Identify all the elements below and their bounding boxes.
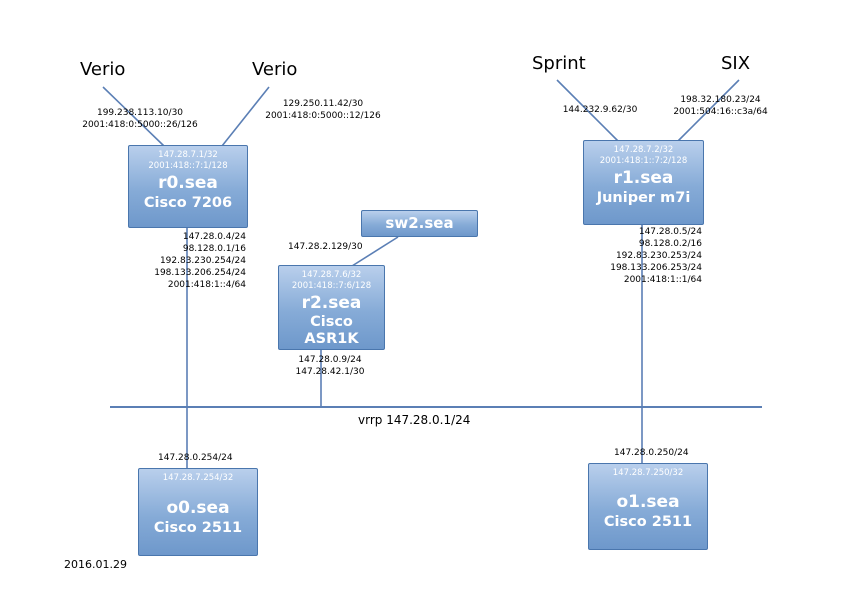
r2-interface-list: 147.28.0.9/24 147.28.42.1/30 xyxy=(290,354,370,378)
r0-interface: 192.83.230.254/24 xyxy=(159,256,246,266)
node-o0: 147.28.7.254/32 o0.sea Cisco 2511 xyxy=(138,468,258,556)
r1-loopback-v6: 2001:418:1::7:2/128 xyxy=(599,155,688,166)
r1-interface: 2001:418:1::1/64 xyxy=(623,275,702,285)
o1-lan-address: 147.28.0.250/24 xyxy=(614,448,689,458)
verio1-link-ipv4: 199.238.113.10/30 xyxy=(96,108,184,118)
six-link-ipv4: 198.32.180.23/24 xyxy=(680,95,761,105)
o1-hostname: o1.sea xyxy=(616,491,680,512)
r2-interface: 147.28.42.1/30 xyxy=(295,367,365,377)
r1-interface-list: 147.28.0.5/24 98.128.0.2/16 192.83.230.2… xyxy=(602,226,702,286)
o1-loopback-v4: 147.28.7.250/32 xyxy=(612,468,684,478)
o0-lan-address: 147.28.0.254/24 xyxy=(158,453,233,463)
o1-model: Cisco 2511 xyxy=(603,513,693,530)
sprint-link-addresses: 144.232.9.62/30 xyxy=(550,104,650,116)
r0-interface: 2001:418:1::4/64 xyxy=(167,280,246,290)
r0-loopback-v4: 147.28.7.1/32 xyxy=(158,150,218,160)
r1-interface: 198.133.206.253/24 xyxy=(610,263,702,273)
sw2-hostname: sw2.sea xyxy=(385,214,454,232)
r2-model-line2: ASR1K xyxy=(304,331,359,347)
verio1-link-addresses: 199.238.113.10/30 2001:418:0:5000::26/12… xyxy=(75,107,205,131)
o0-hostname: o0.sea xyxy=(166,497,230,518)
node-r2: 147.28.7.6/32 2001:418::7:6/128 r2.sea C… xyxy=(278,265,385,350)
verio2-link-ipv4: 129.250.11.42/30 xyxy=(282,99,364,109)
r2-loopback-v6: 2001:418::7:6/128 xyxy=(291,280,372,291)
link-verio1-r0 xyxy=(102,86,165,147)
diagram-date: 2016.01.29 xyxy=(64,558,127,571)
node-r0: 147.28.7.1/32 2001:418::7:1/128 r0.sea C… xyxy=(128,145,248,228)
node-o1: 147.28.7.250/32 o1.sea Cisco 2511 xyxy=(588,463,708,550)
r0-interface: 198.133.206.254/24 xyxy=(154,268,246,278)
verio1-link-ipv6: 2001:418:0:5000::26/126 xyxy=(82,120,198,130)
r0-interface-list: 147.28.0.4/24 98.128.0.1/16 192.83.230.2… xyxy=(146,231,246,291)
link-six-r1 xyxy=(677,79,740,142)
sprint-link-ipv4: 144.232.9.62/30 xyxy=(562,105,638,115)
uplink-label-sprint: Sprint xyxy=(532,53,586,74)
r1-loopback-v4: 147.28.7.2/32 xyxy=(613,145,674,155)
o0-model: Cisco 2511 xyxy=(153,519,243,536)
r2-hostname: r2.sea xyxy=(301,293,362,313)
r2-loopback-v4: 147.28.7.6/32 xyxy=(301,270,362,280)
r1-interface: 147.28.0.5/24 xyxy=(638,227,702,237)
node-r1: 147.28.7.2/32 2001:418:1::7:2/128 r1.sea… xyxy=(583,140,704,225)
r0-interface: 147.28.0.4/24 xyxy=(182,232,246,242)
r0-model: Cisco 7206 xyxy=(143,195,233,211)
vrrp-bus-label: vrrp 147.28.0.1/24 xyxy=(358,413,471,427)
link-sw2-r2 xyxy=(351,236,399,267)
verio2-link-ipv6: 2001:418:0:5000::12/126 xyxy=(265,111,381,121)
six-link-addresses: 198.32.180.23/24 2001:504:16::c3a/64 xyxy=(658,94,783,118)
r1-model: Juniper m7i xyxy=(596,190,691,206)
uplink-label-six: SIX xyxy=(721,53,751,74)
r0-loopback-v6: 2001:418::7:1/128 xyxy=(148,160,228,171)
r1-interface: 192.83.230.253/24 xyxy=(615,251,702,261)
verio2-link-addresses: 129.250.11.42/30 2001:418:0:5000::12/126 xyxy=(258,98,388,122)
link-verio2-r0 xyxy=(221,86,270,147)
r0-interface: 98.128.0.1/16 xyxy=(182,244,246,254)
r2-interface: 147.28.0.9/24 xyxy=(298,355,362,365)
link-sprint-r1 xyxy=(556,79,619,142)
r0-hostname: r0.sea xyxy=(158,173,218,193)
uplink-label-verio1: Verio xyxy=(80,59,126,80)
r1-interface: 98.128.0.2/16 xyxy=(638,239,702,249)
node-sw2: sw2.sea xyxy=(361,210,478,237)
o0-loopback-v4: 147.28.7.254/32 xyxy=(162,473,234,483)
r1-hostname: r1.sea xyxy=(613,168,674,188)
r2-model-line1: Cisco xyxy=(310,314,353,330)
uplink-label-verio2: Verio xyxy=(252,59,298,80)
six-link-ipv6: 2001:504:16::c3a/64 xyxy=(673,107,768,117)
r2-uplink-address: 147.28.2.129/30 xyxy=(288,242,363,252)
